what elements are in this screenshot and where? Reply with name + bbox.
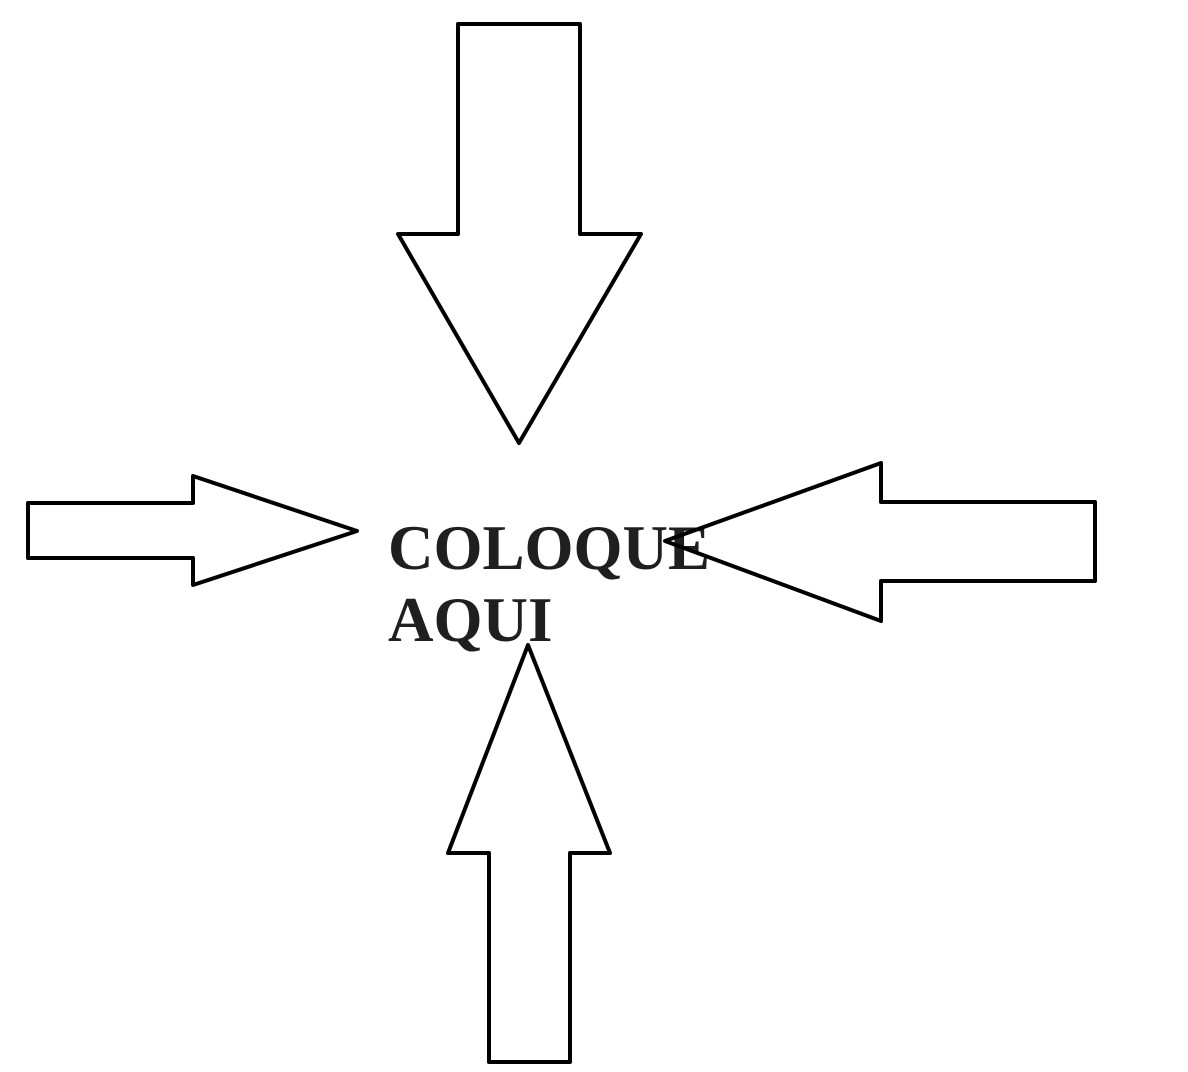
label-line-2: AQUI: [388, 585, 553, 655]
left-arrow: [26, 474, 359, 587]
top-arrow: [396, 22, 643, 445]
bottom-arrow: [446, 643, 612, 1064]
center-label: COLOQUE AQUI: [388, 512, 710, 656]
label-line-1: COLOQUE: [388, 513, 711, 583]
